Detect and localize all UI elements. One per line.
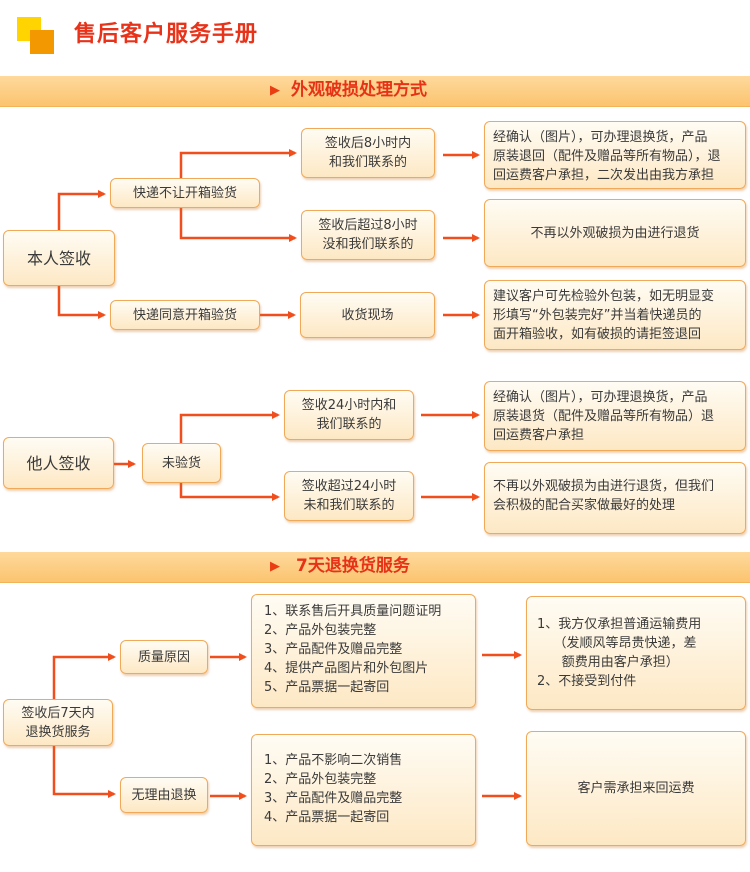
connector-unchecked-within24 bbox=[179, 411, 280, 443]
result-over-24h: 不再以外观破损为由进行退货，但我们 会积极的配合买家做最好的处理 bbox=[484, 462, 746, 534]
connector-self-open-ok bbox=[57, 286, 106, 319]
connector-no-open-within8 bbox=[179, 149, 297, 178]
node-no-reason: 无理由退换 bbox=[120, 777, 208, 813]
result-receiving-site: 建议客户可先检验外包装，如无明显变 形填写“外包装完好”并当着快递员的 面开箱验… bbox=[484, 280, 746, 350]
connector-unchecked-over24 bbox=[179, 483, 280, 501]
node-other-sign: 他人签收 bbox=[3, 437, 114, 489]
node-unchecked: 未验货 bbox=[142, 443, 221, 483]
node-receiving-site: 收货现场 bbox=[300, 292, 435, 338]
node-courier-open-ok: 快递同意开箱验货 bbox=[110, 300, 260, 330]
connector-self-no-open bbox=[57, 190, 106, 230]
connector-root-quality bbox=[52, 653, 116, 699]
section-title: 外观破损处理方式 bbox=[291, 80, 427, 100]
result-quality: 1、我方仅承担普通运输费用 （发顺风等昂贵快递，差 额费用由客户承担） 2、不接… bbox=[526, 596, 746, 710]
result-within-24h: 经确认（图片），可办理退换货，产品 原装退货（配件及赠品等所有物品）退 回运费客… bbox=[484, 381, 746, 451]
node-within-8h: 签收后8小时内 和我们联系的 bbox=[301, 128, 435, 178]
node-courier-no-open: 快递不让开箱验货 bbox=[110, 178, 260, 208]
result-within-8h: 经确认（图片），可办理退换货，产品 原装退回（配件及赠品等所有物品），退 回运费… bbox=[484, 121, 746, 189]
section-banner-damage: ▶ 外观破损处理方式 bbox=[0, 76, 750, 107]
section-banner-7day: ▶ 7天退换货服务 bbox=[0, 552, 750, 583]
conditions-quality: 1、联系售后开具质量问题证明 2、产品外包装完整 3、产品配件及赠品完整 4、提… bbox=[251, 594, 476, 708]
node-over-24h: 签收超过24小时 未和我们联系的 bbox=[284, 471, 414, 521]
node-within-24h: 签收24小时内和 我们联系的 bbox=[284, 390, 414, 440]
result-no-reason: 客户需承担来回运费 bbox=[526, 731, 746, 846]
section-title: 7天退换货服务 bbox=[296, 556, 410, 576]
node-quality-reason: 质量原因 bbox=[120, 640, 208, 674]
node-self-sign: 本人签收 bbox=[3, 230, 115, 286]
node-over-8h: 签收后超过8小时 没和我们联系的 bbox=[301, 210, 435, 260]
logo-square-orange bbox=[30, 30, 54, 54]
play-arrow-icon: ▶ bbox=[270, 83, 280, 98]
conditions-no-reason: 1、产品不影响二次销售 2、产品外包装完整 3、产品配件及赠品完整 4、产品票据… bbox=[251, 734, 476, 846]
play-arrow-icon: ▶ bbox=[270, 559, 280, 574]
node-7day-root: 签收后7天内 退换货服务 bbox=[3, 699, 113, 746]
result-over-8h: 不再以外观破损为由进行退货 bbox=[484, 199, 746, 267]
connector-root-no-reason bbox=[52, 746, 116, 798]
page-title: 售后客户服务手册 bbox=[74, 22, 259, 47]
connector-no-open-over8 bbox=[179, 208, 297, 242]
